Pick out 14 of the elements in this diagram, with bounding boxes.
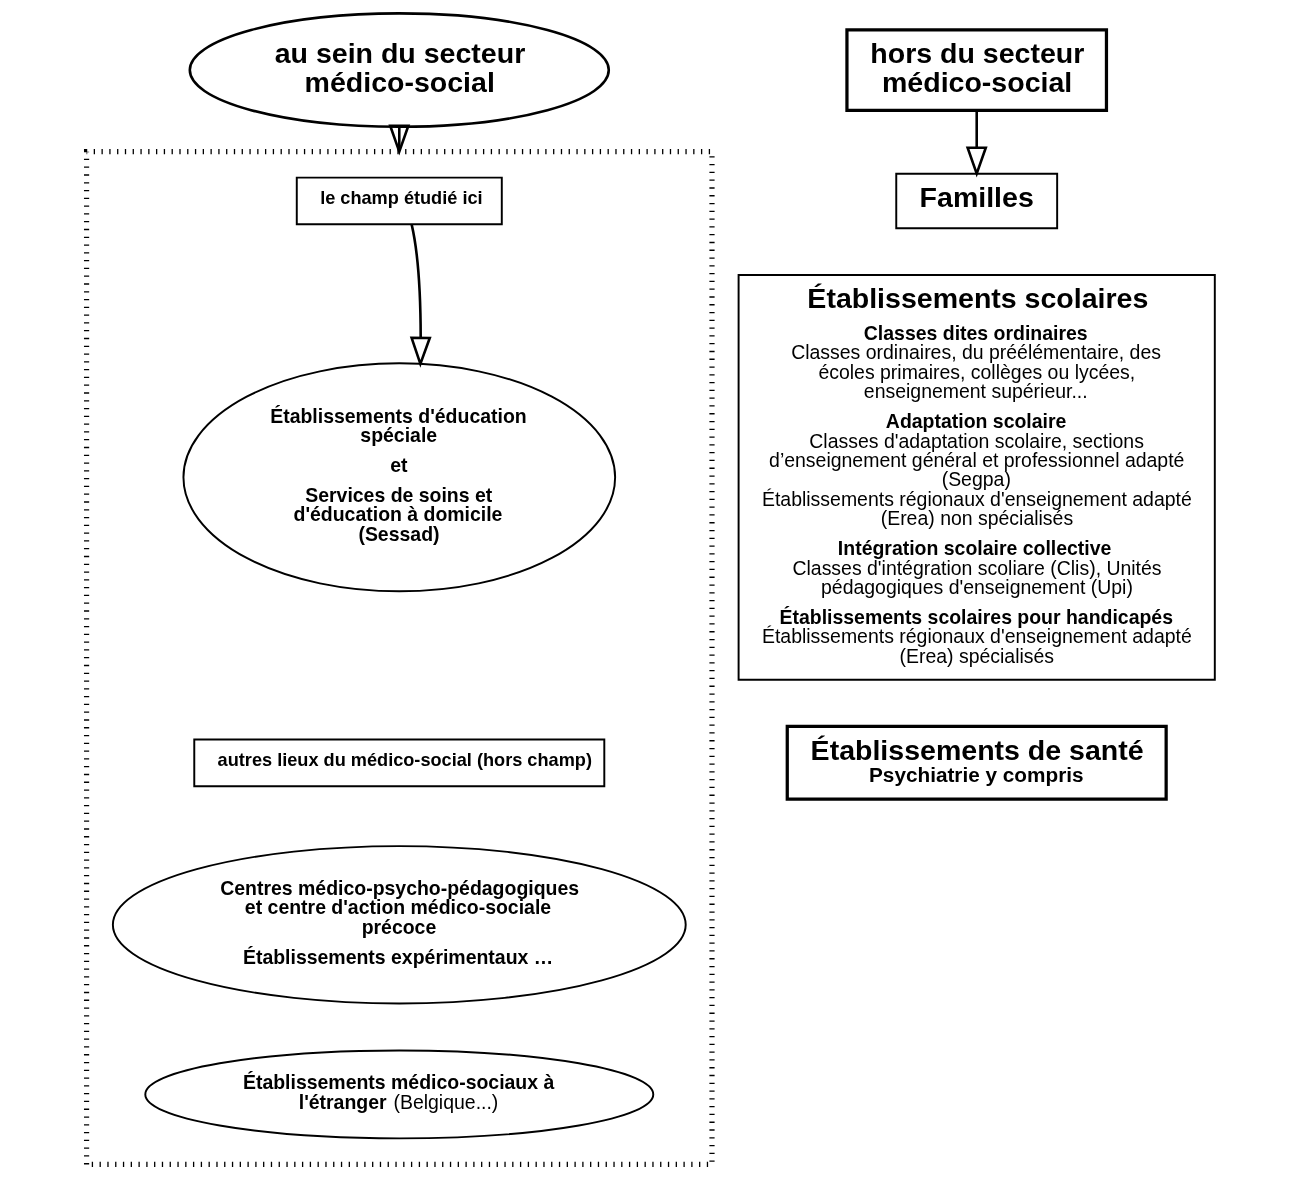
node-ellipse: Établissements médico-sociaux à l'étranger (Belgique...) [143,1049,654,1140]
arrow [387,124,410,156]
arrow [965,110,988,178]
node-ellipse: Établissements d'éducation spéciale et Services de soins et d'éducation à domicile (Sessad) [181,362,616,593]
node-ellipse: au sein du secteur médico-social [188,12,610,129]
node-box: hors du secteur médico-social [844,28,1108,112]
node-box: le champ étudié ici [295,176,503,226]
node-box: Familles [894,172,1058,230]
cluster [83,149,715,1167]
arrow [409,224,432,368]
node-box: autres lieux du médico-social (hors champ) [192,738,605,788]
node-box: Établissements scolaires Classes dites ordinaires Classes ordinaires, du préélémentaire, des écoles primaires, collèges ou lycées, enseignement supérieur... Adaptation scolaire Classes d'adaptation scolaire, sections d’enseignement général et professionnel adapté (Segpa) Établissements régionaux d'enseignement adapté (Erea) non spécialisés Intégration scolaire collective Classes d'intégration scoliare (Clis), Unités pédagogiques d'enseignement (Upi) Établissements scolaires pour handicapés Établissements régionaux d'enseignement adapté (Erea) spécialisés [737,273,1216,681]
node-box: Établissements de santé Psychiatrie y compris [785,724,1168,801]
node-ellipse: Centres médico-psycho-pédagogiques et centre d'action médico-sociale précoce Établissements expérimentaux … [111,845,687,1005]
